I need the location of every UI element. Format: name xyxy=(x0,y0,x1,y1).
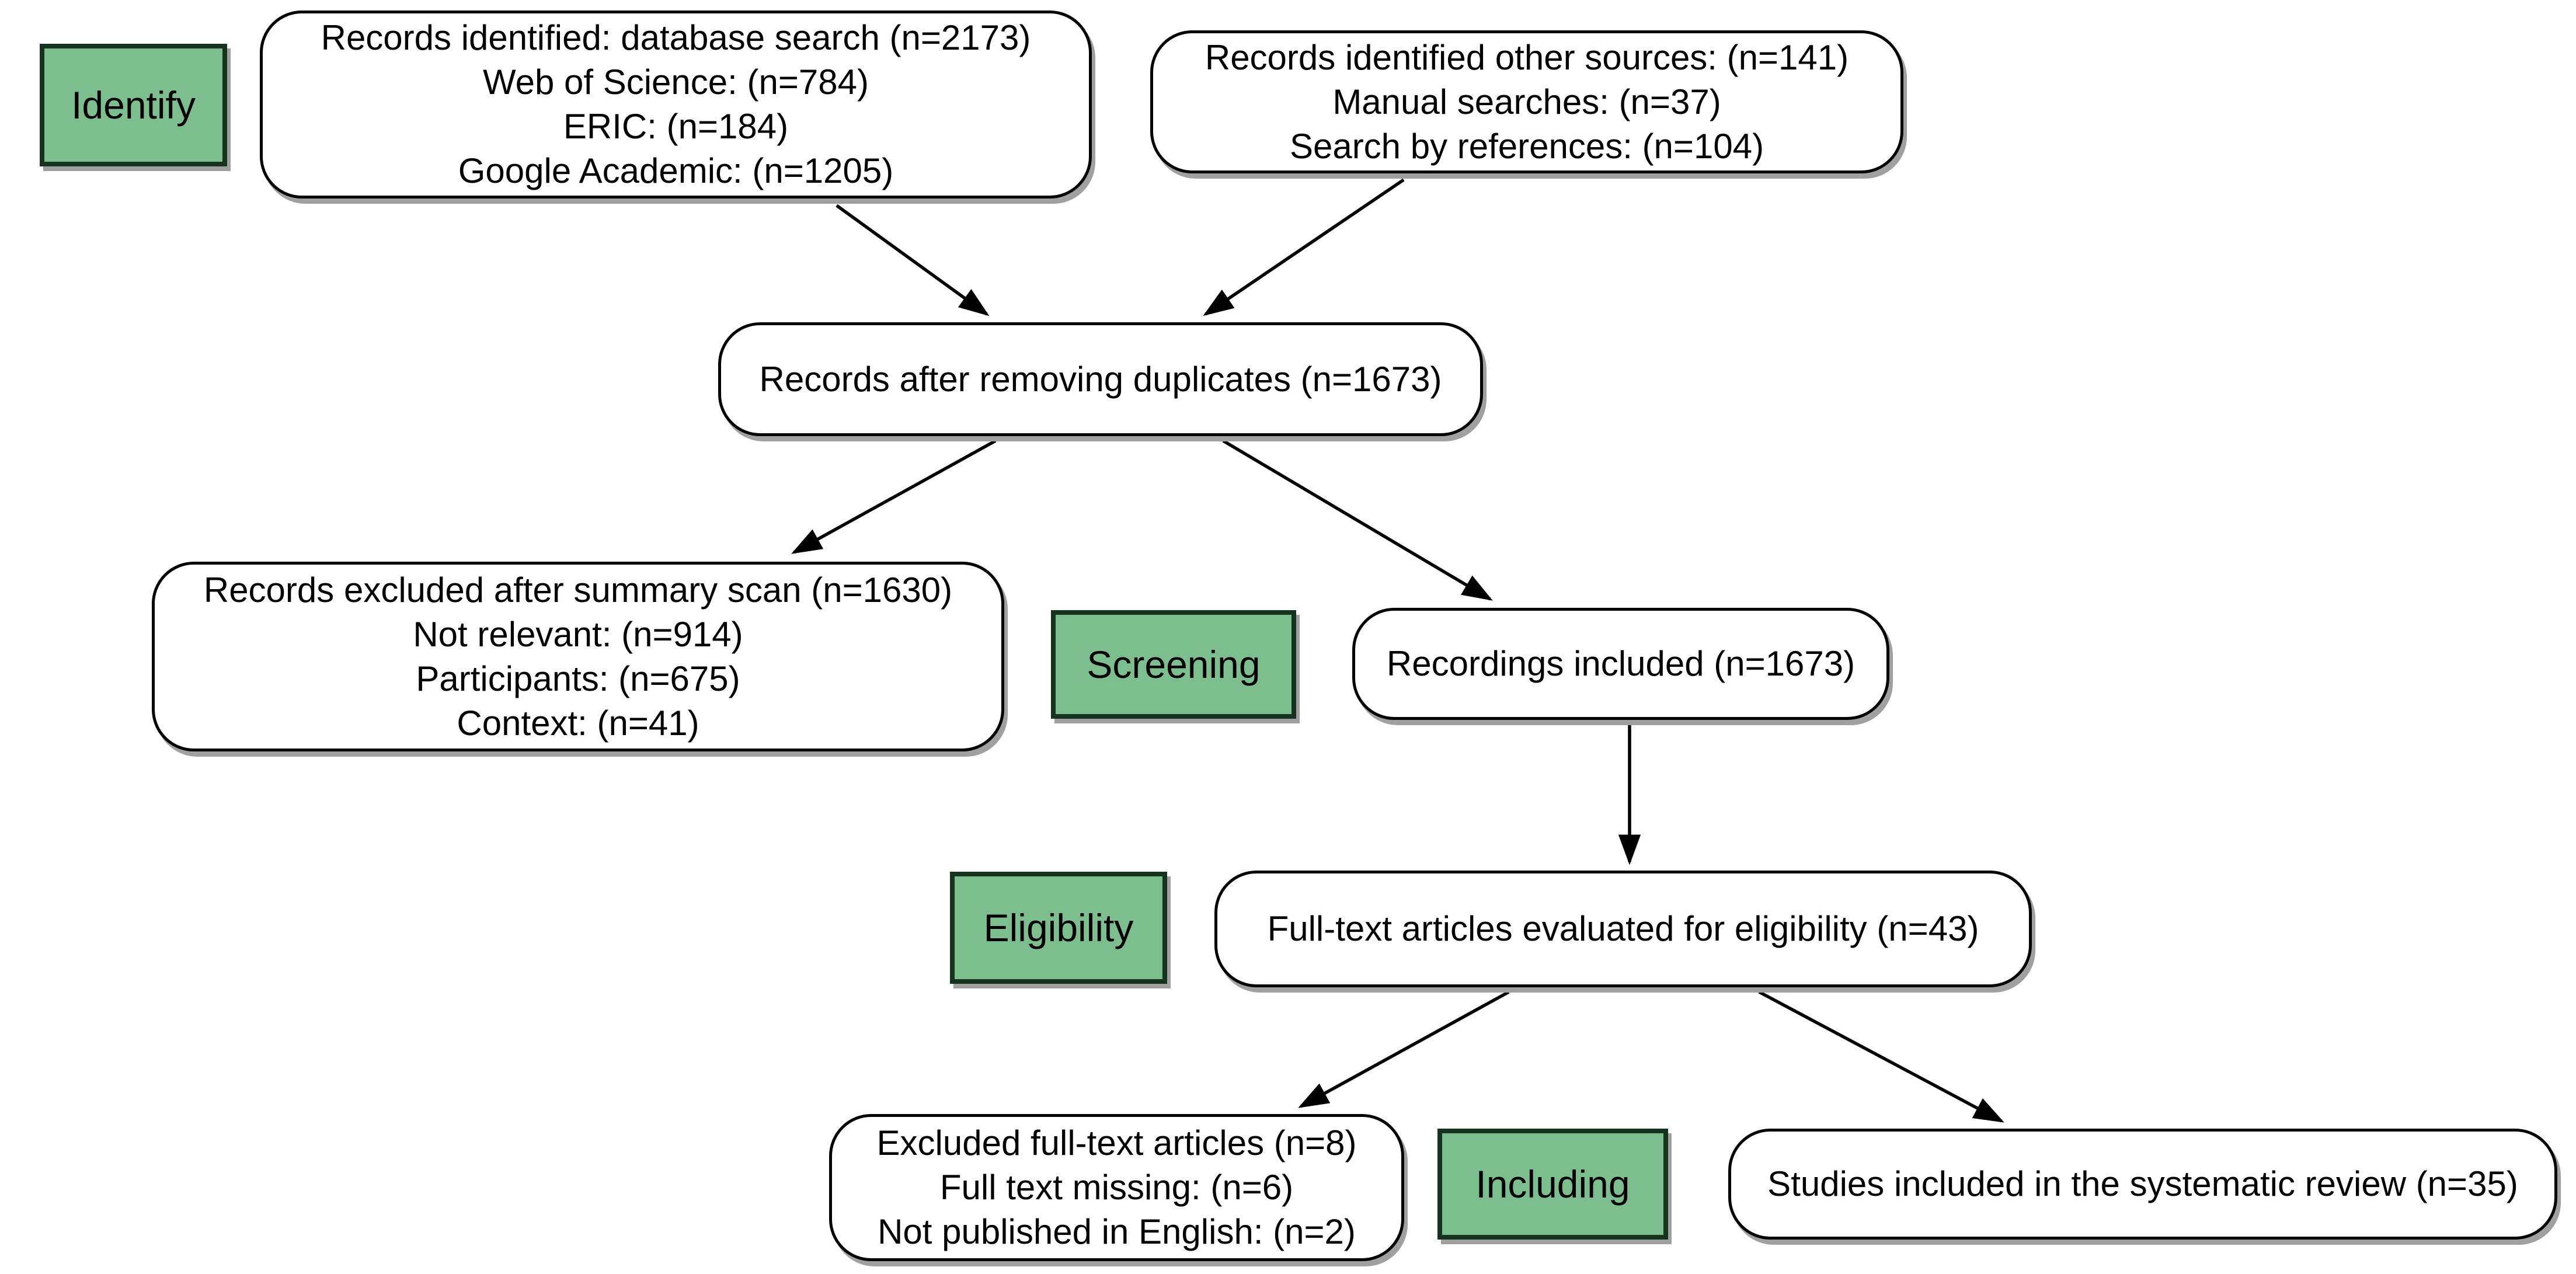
box-line: Not relevant: (n=914) xyxy=(413,614,743,654)
stage-label-including: Including xyxy=(1437,1129,1668,1240)
box-line: Excluded full-text articles (n=8) xyxy=(876,1123,1357,1162)
box-line: Search by references: (n=104) xyxy=(1289,126,1764,166)
box-studies-included: Studies included in the systematic revie… xyxy=(1728,1129,2557,1240)
box-line: Full text missing: (n=6) xyxy=(939,1168,1294,1207)
box-line: Google Academic: (n=1205) xyxy=(458,151,894,190)
arrow-fulltext-to-studies xyxy=(1758,990,2004,1123)
box-records-identified-database: Records identified: database search (n=2… xyxy=(260,11,1092,199)
box-line: Manual searches: (n=37) xyxy=(1332,82,1721,121)
box-recordings-included: Recordings included (n=1673) xyxy=(1352,608,1889,720)
arrow-duplicates-to-excluded-scan xyxy=(791,439,997,554)
box-line: Full-text articles evaluated for eligibi… xyxy=(1267,909,1979,948)
stage-label-text: Screening xyxy=(1087,643,1261,686)
box-records-excluded-summary-scan: Records excluded after summary scan (n=1… xyxy=(152,562,1004,751)
box-line: Context: (n=41) xyxy=(457,703,699,743)
box-fulltext-evaluated: Full-text articles evaluated for eligibi… xyxy=(1214,871,2032,987)
arrow-other-to-duplicates xyxy=(1203,178,1405,316)
box-line: Records excluded after summary scan (n=1… xyxy=(203,570,953,610)
stage-label-text: Including xyxy=(1475,1162,1630,1206)
arrow-duplicates-to-recordings xyxy=(1222,439,1493,601)
stage-label-screening: Screening xyxy=(1051,610,1296,719)
box-line: Records identified: database search (n=2… xyxy=(321,18,1031,57)
stage-label-eligibility: Eligibility xyxy=(950,872,1167,984)
arrow-db-to-duplicates xyxy=(836,204,990,316)
box-line: Not published in English: (n=2) xyxy=(878,1212,1356,1251)
box-records-after-duplicates: Records after removing duplicates (n=167… xyxy=(718,322,1483,436)
box-line: Web of Science: (n=784) xyxy=(483,62,869,102)
box-line: ERIC: (n=184) xyxy=(563,107,789,146)
stage-label-text: Identify xyxy=(71,83,196,127)
stage-label-text: Eligibility xyxy=(983,906,1134,949)
box-line: Studies included in the systematic revie… xyxy=(1767,1164,2518,1203)
box-line: Records identified other sources: (n=141… xyxy=(1205,37,1849,77)
box-line: Participants: (n=675) xyxy=(416,659,740,698)
stage-label-identify: Identify xyxy=(40,44,227,166)
box-line: Recordings included (n=1673) xyxy=(1386,644,1856,683)
box-excluded-fulltext: Excluded full-text articles (n=8) Full t… xyxy=(829,1114,1404,1261)
arrow-fulltext-to-excluded-ft xyxy=(1298,990,1510,1108)
box-records-other-sources: Records identified other sources: (n=141… xyxy=(1150,30,1903,173)
box-line: Records after removing duplicates (n=167… xyxy=(759,359,1442,399)
